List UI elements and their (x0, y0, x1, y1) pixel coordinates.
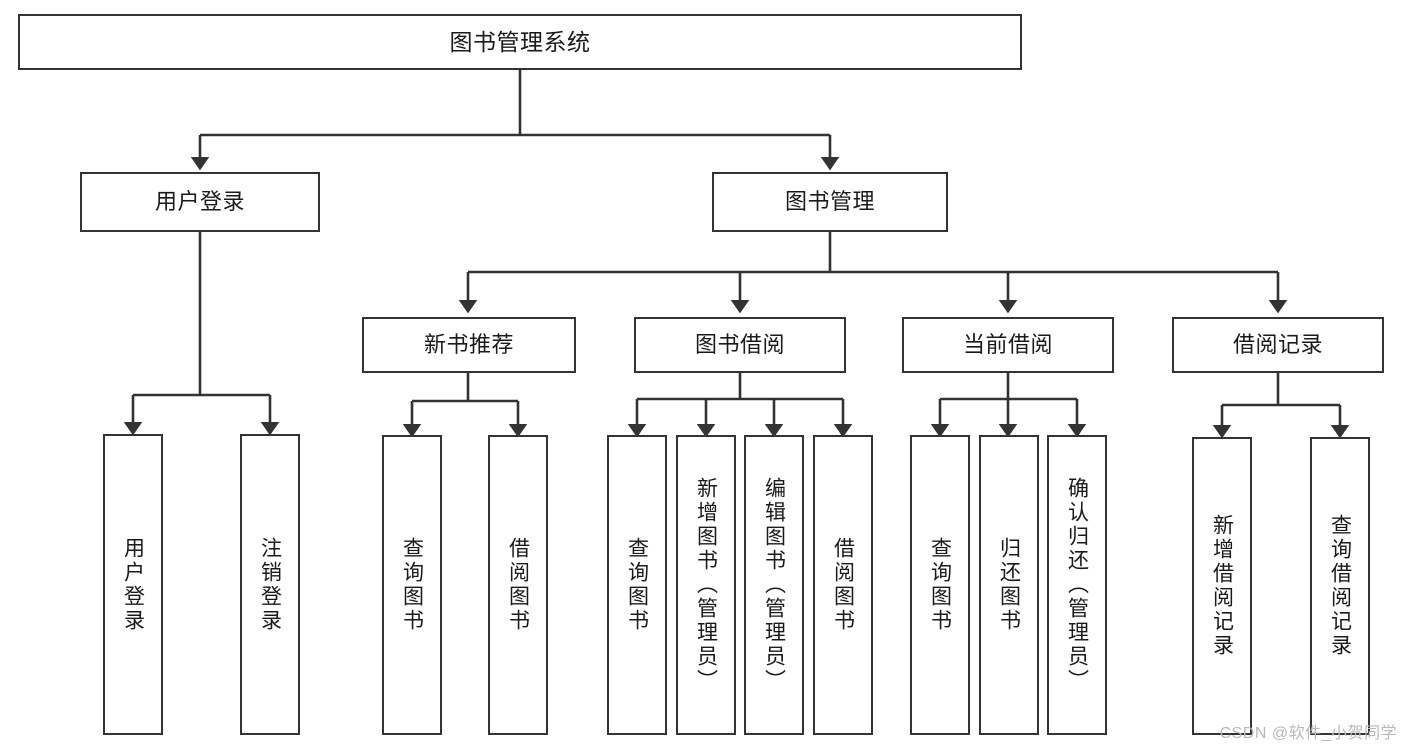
node-label: 图书管理 (784, 189, 875, 215)
node-label: 查询图书 (928, 537, 952, 633)
leaf-query-book-current[interactable]: 查询图书 (910, 435, 970, 735)
node-borrow-record[interactable]: 借阅记录 (1172, 317, 1384, 373)
leaf-borrow-book[interactable]: 借阅图书 (813, 435, 873, 735)
node-label: 新增图书（管理员） (694, 477, 718, 693)
leaf-add-borrow-record[interactable]: 新增借阅记录 (1192, 437, 1252, 735)
node-label: 图书管理系统 (449, 28, 591, 55)
leaf-query-book-recommend[interactable]: 查询图书 (382, 435, 442, 735)
node-label: 借阅图书 (831, 537, 855, 633)
leaf-confirm-return-admin[interactable]: 确认归还（管理员） (1047, 435, 1107, 735)
node-current-borrow[interactable]: 当前借阅 (902, 317, 1114, 373)
node-root-system[interactable]: 图书管理系统 (18, 14, 1022, 70)
node-label: 图书借阅 (694, 332, 785, 358)
node-new-book-recommend[interactable]: 新书推荐 (362, 317, 576, 373)
leaf-logout[interactable]: 注销登录 (240, 434, 300, 735)
node-label: 归还图书 (997, 537, 1021, 633)
leaf-user-login[interactable]: 用户登录 (103, 434, 163, 735)
node-label: 新增借阅记录 (1210, 514, 1234, 658)
node-label: 当前借阅 (962, 332, 1053, 358)
node-user-login[interactable]: 用户登录 (80, 172, 320, 232)
node-label: 用户登录 (154, 189, 245, 215)
node-label: 注销登录 (258, 536, 282, 633)
node-book-management[interactable]: 图书管理 (712, 172, 948, 232)
node-label: 查询图书 (625, 537, 649, 633)
leaf-add-book-admin[interactable]: 新增图书（管理员） (676, 435, 736, 735)
leaf-edit-book-admin[interactable]: 编辑图书（管理员） (744, 435, 804, 735)
node-label: 确认归还（管理员） (1065, 477, 1089, 693)
leaf-borrow-book-recommend[interactable]: 借阅图书 (488, 435, 548, 735)
node-label: 借阅记录 (1232, 332, 1323, 358)
node-book-borrow[interactable]: 图书借阅 (634, 317, 846, 373)
node-label: 用户登录 (121, 536, 145, 633)
node-label: 新书推荐 (423, 332, 514, 358)
node-label: 查询借阅记录 (1328, 514, 1352, 658)
leaf-return-book[interactable]: 归还图书 (979, 435, 1039, 735)
leaf-query-book-borrow[interactable]: 查询图书 (607, 435, 667, 735)
node-label: 查询图书 (400, 537, 424, 633)
node-label: 编辑图书（管理员） (762, 477, 786, 693)
watermark-text: CSDN @软件_小贺同学 (1219, 725, 1397, 742)
node-label: 借阅图书 (506, 537, 530, 633)
leaf-query-borrow-record[interactable]: 查询借阅记录 (1310, 437, 1370, 735)
